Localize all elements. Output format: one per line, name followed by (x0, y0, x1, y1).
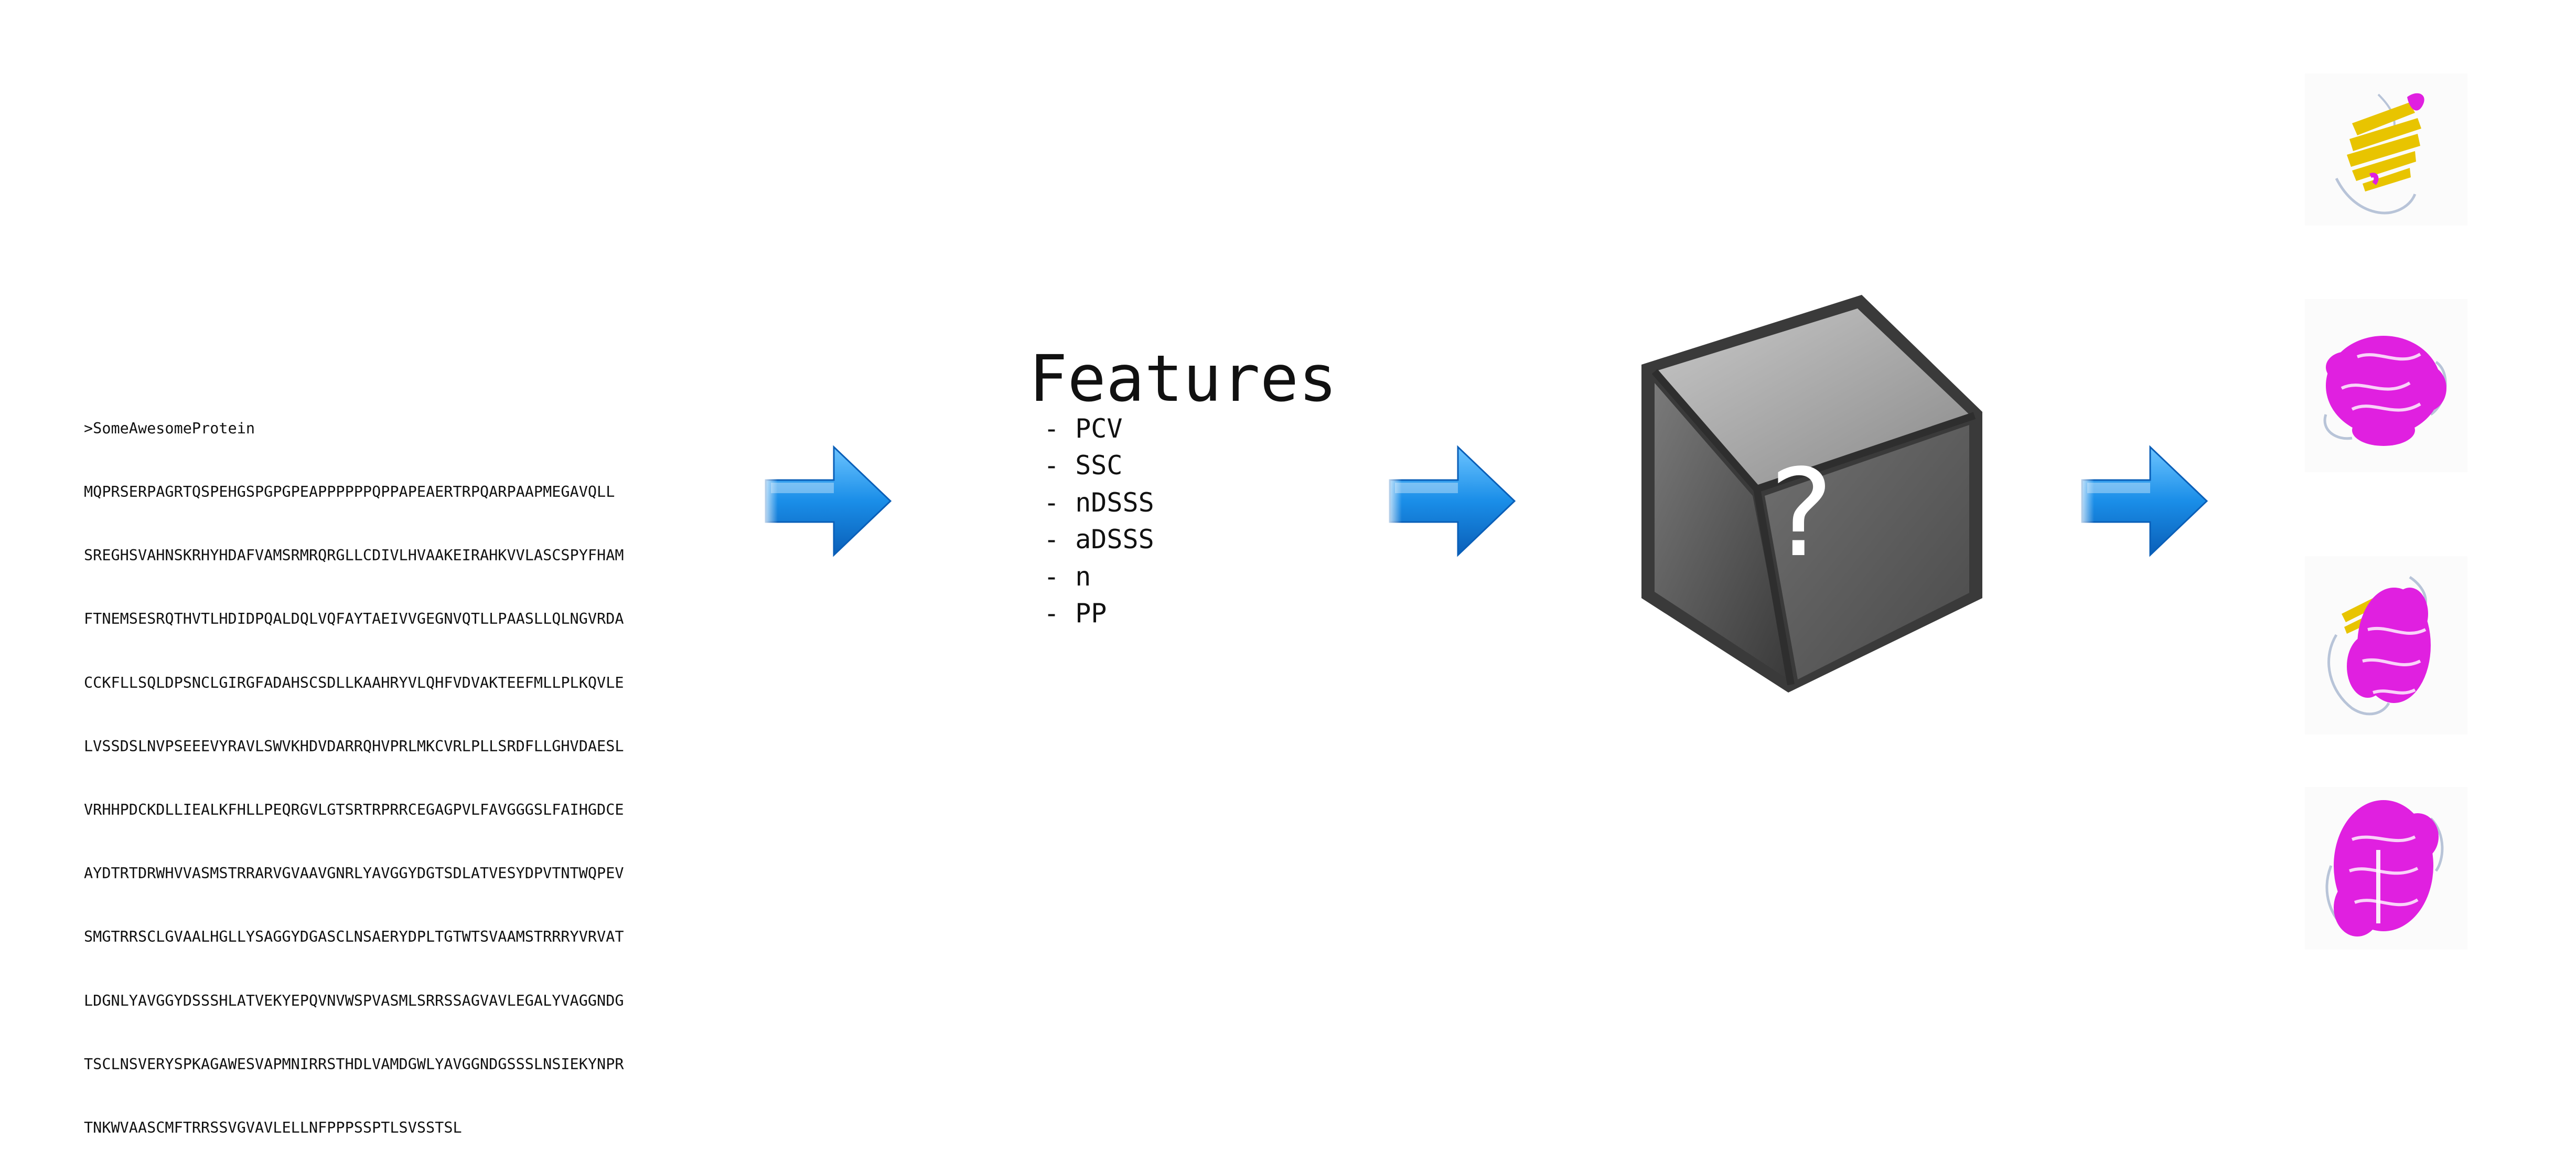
sequence-line: AYDTRTDRWHVVASMSTRRARVGVAAVGNRLYAVGGYDGT… (84, 865, 624, 882)
sequence-line: LDGNLYAVGGYDSSSHLATVEKYEPQVNVWSPVASMLSRR… (84, 992, 624, 1009)
protein-structure-beta (2305, 73, 2467, 226)
protein-structure-mixed (2305, 556, 2467, 735)
beta-sheet-structure-icon (2335, 93, 2424, 215)
alpha-helix-structure-icon (2325, 800, 2444, 936)
sequence-line: VRHHPDCKDLLIEALKFHLLPEQRGVLGTSRTRPRRCEGA… (84, 801, 624, 819)
sequence-line: FTNEMSESRQTHVTLHDIDPQALDQLVQFAYTAEIVVGEG… (84, 610, 624, 628)
right-arrow-icon (760, 445, 892, 557)
feature-item: - SSC (1044, 450, 1123, 481)
alpha-helix-structure-icon (2323, 336, 2447, 446)
feature-item: - n (1044, 561, 1091, 592)
features-title: Features (1029, 342, 1337, 416)
protein-structure-alpha (2305, 299, 2467, 472)
feature-item: - aDSSS (1044, 524, 1154, 555)
sequence-line: MQPRSERPAGRTQSPEHGSPGPGPEAPPPPPPQPPAPEAE… (84, 483, 615, 501)
features-list: - PCV - SSC - nDSSS - aDSSS - n - PP (1044, 410, 1154, 632)
sequence-line: SMGTRRSCLGVAALHGLLYSAGGYDGASCLNSAERYDPLT… (84, 928, 624, 946)
sequence-line: LVSSDSLNVPSEEEVYRAVLSWVKHDVDARRQHVPRLMKC… (84, 737, 624, 755)
feature-item: - PP (1044, 598, 1107, 629)
right-arrow-icon (1384, 445, 1516, 557)
protein-structure-alpha (2305, 787, 2467, 950)
question-mark: ? (1769, 444, 1833, 584)
right-arrow-icon (2077, 445, 2208, 557)
sequence-line: CCKFLLSQLDPSNCLGIRGFADAHSCSDLLKAAHRYVLQH… (84, 674, 624, 691)
protein-sequence: >SomeAwesomeProtein MQPRSERPAGRTQSPEHGSP… (84, 376, 624, 1160)
sequence-line: SREGHSVAHNSKRHYHDAFVAMSRMRQRGLLCDIVLHVAA… (84, 547, 624, 565)
black-box-cube-icon: ? (1641, 295, 1982, 693)
feature-item: - PCV (1044, 413, 1123, 444)
mixed-structure-icon (2327, 576, 2431, 716)
sequence-line: TSCLNSVERYSPKAGAWESVAPMNIRRSTHDLVAMDGWLY… (84, 1055, 624, 1073)
sequence-line: TNKWVAASCMFTRRSSVGVAVLELLNFPPPSSPTLSVSST… (84, 1119, 462, 1137)
feature-item: - nDSSS (1044, 487, 1154, 518)
sequence-header: >SomeAwesomeProtein (84, 419, 255, 437)
